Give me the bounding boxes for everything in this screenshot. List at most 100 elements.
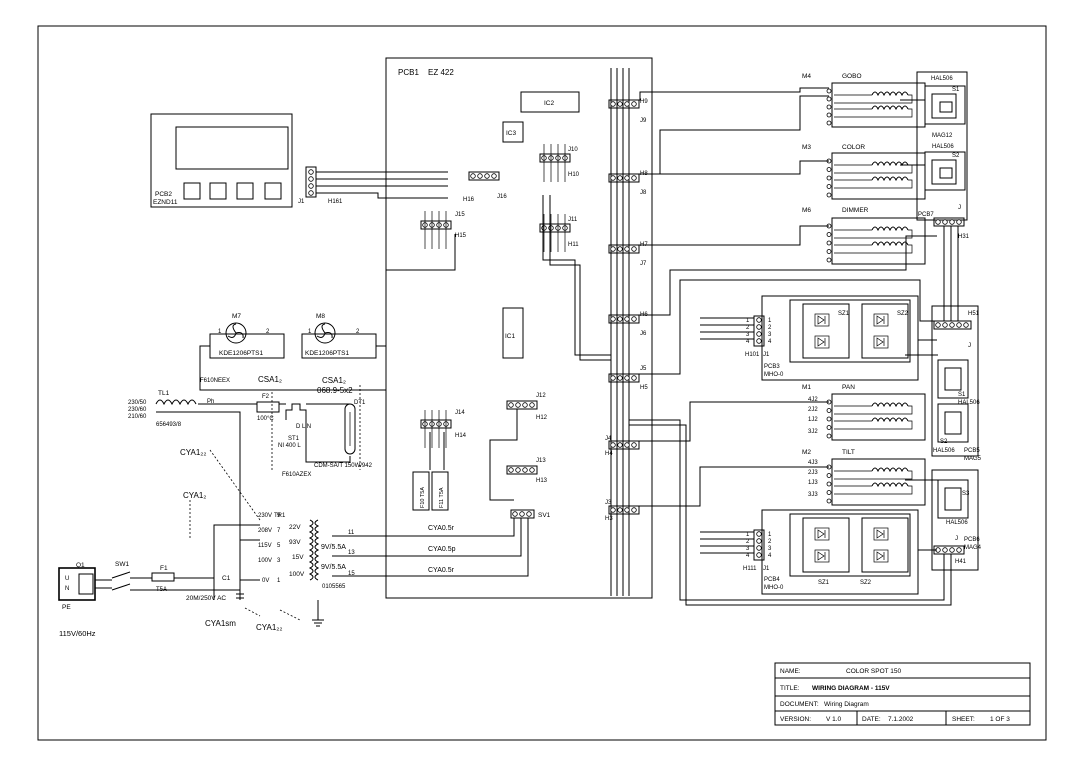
j16-strip-pin [477,173,483,179]
motor-tilt-winding [871,482,909,488]
m8-id: M8 [316,313,325,320]
fuse-f11-label: F11 T5A [439,487,445,508]
pcb3-model: MHO-0 [764,372,784,378]
h9-strip-pin [624,101,630,107]
tb-date-label: DATE: [862,716,881,723]
motor-tilt-pin [826,498,832,504]
motor-dimmer-winding-lead [834,244,913,254]
motor-gobo-winding [871,91,909,97]
motor-pan-winding [871,417,909,423]
diode-icon [817,315,826,325]
m6-id: M6 [802,207,811,214]
motor-tilt [826,458,926,506]
h41-strip-pin [942,547,948,553]
pcb3-sz1: SZ1 [838,311,850,317]
opto-coupler [873,549,889,563]
h5-strip-pin [631,375,637,381]
driver-pin [756,552,762,558]
m3-name: COLOR [842,144,865,151]
h51-strip-pin [963,322,969,328]
h8-strip-pin [631,175,637,181]
lamp-model: CDM-SA/T 150W/942 [314,463,373,469]
pcb4-sz2: SZ2 [860,580,872,586]
m3-id: M3 [802,144,811,151]
pcb4-label: PCB4 [764,577,780,583]
j13-strip-pin [529,467,535,473]
wire-13: 13 [348,550,355,556]
tr-prim-100-n: 3 [277,558,281,564]
driver-pin-number: 1 [768,532,772,538]
tr-part: 0105565 [322,584,346,590]
motor-tilt-winding-lead [834,485,913,495]
pcb5-s1: S1 [958,392,966,398]
tr-sec-100v: 100V [289,571,305,578]
h9-strip-body [608,99,640,109]
pcb5-hal-2: HAL506 [933,448,955,454]
wire [549,195,611,361]
tr-out-1: 9V/5.5A [321,544,346,551]
f1-label: F1 [160,565,168,572]
sv1-terminal [510,509,535,519]
motor-tilt-pin [826,490,832,495]
motor-color-winding [871,176,909,182]
pcb2-pin [308,190,314,196]
wire [95,579,112,589]
csa-b-label: CSA1₂ [322,376,346,385]
h4-label: H4 [605,451,613,457]
driver-pin-number: 3 [746,332,750,338]
driver-pin-number: 3 [768,332,772,338]
pcb6-label: PCB6 [964,537,980,543]
motor-tilt-winding-lead [834,470,913,480]
motor-gobo-winding-lead [834,94,913,104]
h7-strip-pin [610,246,616,252]
q1-label: Q1 [76,562,85,569]
m1-id: M1 [802,384,811,391]
j14-label: J14 [455,410,465,416]
wire [386,234,456,271]
m7-pin1: 1 [218,329,222,335]
driver-pin-number: 4 [746,553,750,559]
wire [943,226,959,321]
tr-sec-22v: 22V [289,524,301,531]
wire [542,195,611,356]
shield-line [271,385,361,470]
pan-pin-4: 3J2 [808,429,818,435]
pcb2-pin [308,176,314,182]
driver-pin [756,317,762,323]
wire [429,432,445,470]
driver-pcb4: SZ1 SZ2 H111 J1 PCB4 MHO-0 [743,509,919,595]
display-key-1 [183,182,201,200]
motor-gobo-pin [826,104,832,110]
cya05r-b-label: CYA0.5r [428,567,455,574]
fuse-f2-label: F2 [262,394,270,400]
h15-label: H15 [455,233,467,239]
tb-doc-value: Wiring Diagram [824,701,869,708]
tb-name-value: COLOR SPOT 150 [846,668,902,675]
cya1sm-label: CYA1sm [205,619,236,628]
m7-id: M7 [232,313,241,320]
inlet-u: U [65,576,69,582]
pan-pin-1: 4J2 [808,397,818,403]
motor-dimmer [826,217,926,265]
h4-strip-pin [631,442,637,448]
m6-name: DIMMER [842,207,869,214]
h3-strip [608,505,640,515]
display-key-4 [264,182,282,200]
wire [900,99,938,481]
tilt-pin-2: 2J3 [808,470,818,476]
pcb3-label: PCB3 [764,364,780,370]
pcb6-mag4: MAG4 [964,545,982,551]
pcb4-h111: H111 [743,566,757,572]
driver-pin-number: 3 [768,546,772,552]
motor-pan-pin [826,408,832,413]
m2-id: M2 [802,449,811,456]
motor-gobo [826,82,926,128]
h51-strip [933,320,972,330]
pcb2-j1: J1 [298,199,305,205]
diode-icon [817,337,826,347]
ignitor-st1 [285,403,307,420]
pcb1-label: PCB1 [398,68,419,77]
driver-pin-number: 4 [768,553,772,559]
motor-gobo-winding [871,105,909,111]
fuse-f2 [256,401,280,413]
